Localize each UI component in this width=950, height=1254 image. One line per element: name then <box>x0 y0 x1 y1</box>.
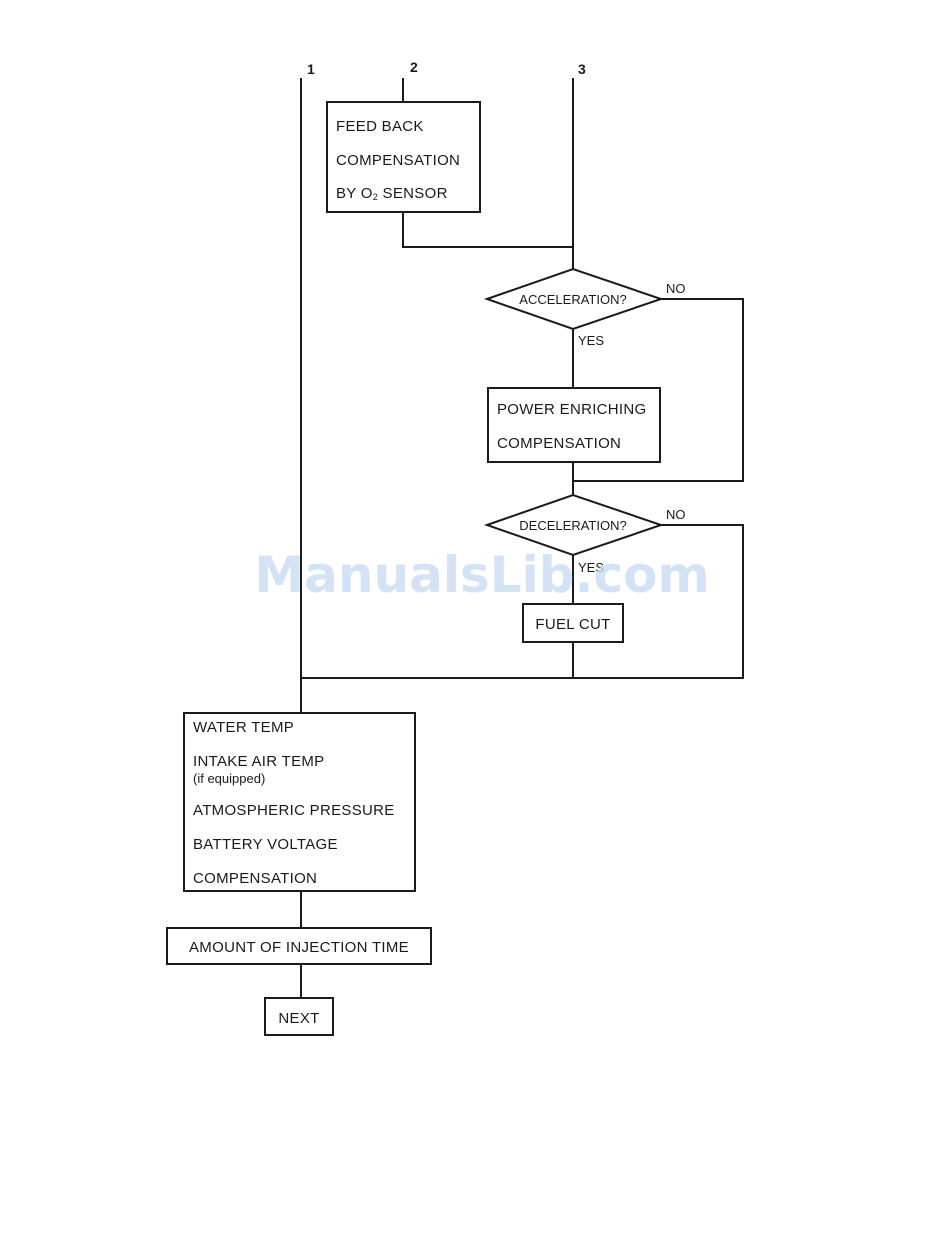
power-line-2: COMPENSATION <box>497 435 621 452</box>
fuel-cut-label: FUEL CUT <box>535 616 610 633</box>
comp-line-intake-air: INTAKE AIR TEMP <box>193 753 324 770</box>
power-enriching-box: POWER ENRICHING COMPENSATION <box>488 388 660 462</box>
input-label-1: 1 <box>307 61 315 77</box>
deceleration-label: DECELERATION? <box>519 518 626 533</box>
acceleration-decision: ACCELERATION? <box>487 269 661 329</box>
next-label: NEXT <box>278 1010 319 1027</box>
next-box: NEXT <box>265 998 333 1035</box>
deceleration-no-label: NO <box>666 507 686 522</box>
acceleration-yes-label: YES <box>578 333 604 348</box>
input-label-3: 3 <box>578 61 586 77</box>
power-line-1: POWER ENRICHING <box>497 401 647 418</box>
comp-line-battery: BATTERY VOLTAGE <box>193 836 338 853</box>
line-feedback-merge <box>403 212 573 247</box>
watermark-logo: ManualsLib.com <box>254 546 709 604</box>
feedback-line-3: BY O2 SENSOR <box>336 185 448 202</box>
comp-line-compensation: COMPENSATION <box>193 870 317 887</box>
comp-line-water-temp: WATER TEMP <box>193 719 294 736</box>
comp-line-if-equipped: (if equipped) <box>193 771 265 786</box>
acceleration-label: ACCELERATION? <box>519 292 626 307</box>
acceleration-no-label: NO <box>666 281 686 296</box>
fuel-cut-box: FUEL CUT <box>523 604 623 642</box>
compensation-box: WATER TEMP INTAKE AIR TEMP (if equipped)… <box>184 713 415 891</box>
comp-line-atmospheric: ATMOSPHERIC PRESSURE <box>193 802 395 819</box>
feedback-compensation-box: FEED BACK COMPENSATION BY O2 SENSOR <box>327 102 480 212</box>
feedback-line-2: COMPENSATION <box>336 152 460 169</box>
input-label-2: 2 <box>410 59 418 75</box>
injection-time-label: AMOUNT OF INJECTION TIME <box>189 939 409 956</box>
injection-time-box: AMOUNT OF INJECTION TIME <box>167 928 431 964</box>
feedback-line-1: FEED BACK <box>336 118 424 135</box>
